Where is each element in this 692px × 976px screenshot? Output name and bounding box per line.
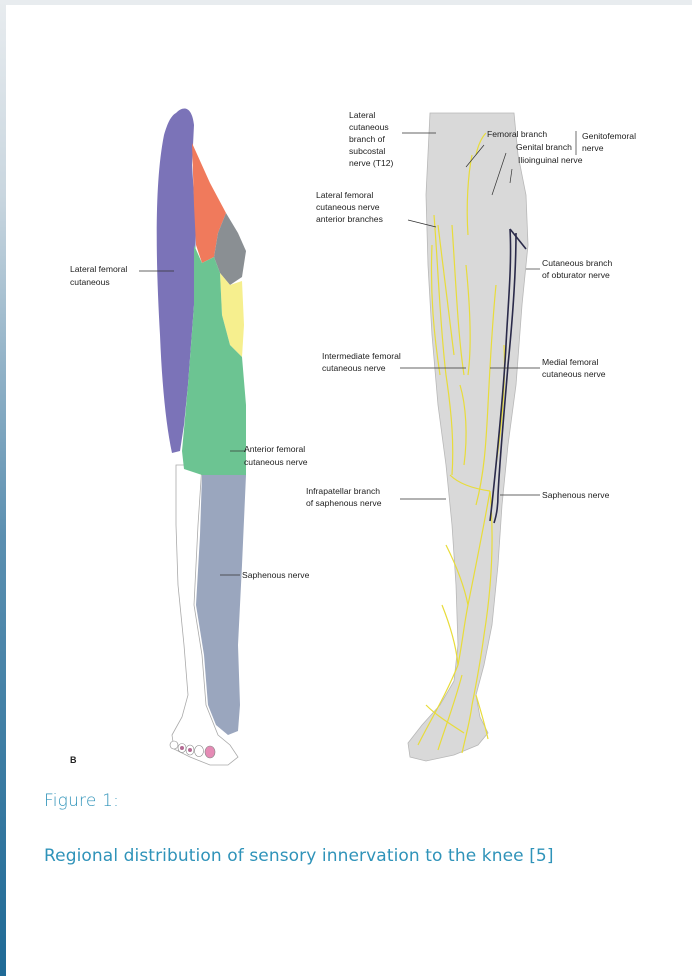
right-leg-silhouette <box>408 113 528 761</box>
label-anterior-femoral-1: Anterior femoral <box>244 444 305 454</box>
label-lateral-femoral-1: Lateral femoral <box>70 264 127 274</box>
panel-letter: B <box>70 755 77 765</box>
label-saphenous-left: Saphenous nerve <box>242 570 310 580</box>
label-lateral-cutaneous-4: subcostal <box>349 146 385 156</box>
left-leg-dermatome-diagram: Lateral femoral cutaneous Anterior femor… <box>70 109 310 765</box>
label-lfc-anterior-3: anterior branches <box>316 214 383 224</box>
label-medial-femoral-2: cutaneous nerve <box>542 369 606 379</box>
figure-card: Lateral femoral cutaneous Anterior femor… <box>6 5 692 976</box>
label-cutaneous-obturator-1: Cutaneous branch <box>542 258 612 268</box>
figure-caption-label: Figure 1: <box>44 791 119 811</box>
label-infrapatellar-1: Infrapatellar branch <box>306 486 380 496</box>
label-ilioinguinal: Ilioinguinal nerve <box>518 155 583 165</box>
label-saphenous-right: Saphenous nerve <box>542 490 610 500</box>
label-lfc-anterior-1: Lateral femoral <box>316 190 373 200</box>
label-lateral-cutaneous-5: nerve (T12) <box>349 158 394 168</box>
label-femoral-branch: Femoral branch <box>487 129 547 139</box>
label-genital-branch: Genital branch <box>516 142 572 152</box>
label-anterior-femoral-2: cutaneous nerve <box>244 457 308 467</box>
label-intermediate-femoral-1: Intermediate femoral <box>322 351 401 361</box>
label-medial-femoral-1: Medial femoral <box>542 357 598 367</box>
label-infrapatellar-2: of saphenous nerve <box>306 498 382 508</box>
knee-innervation-figure: Lateral femoral cutaneous Anterior femor… <box>6 5 692 785</box>
label-lateral-femoral-2: cutaneous <box>70 277 110 287</box>
right-leg-nerve-diagram: Lateral cutaneous branch of subcostal ne… <box>306 110 636 761</box>
label-intermediate-femoral-2: cutaneous nerve <box>322 363 386 373</box>
figure-caption-text: Regional distribution of sensory innerva… <box>44 846 554 866</box>
label-lfc-anterior-2: cutaneous nerve <box>316 202 380 212</box>
label-genitofemoral-1: Genitofemoral <box>582 131 636 141</box>
label-lateral-cutaneous-1: Lateral <box>349 110 375 120</box>
label-lateral-cutaneous-3: branch of <box>349 134 385 144</box>
label-lateral-cutaneous-2: cutaneous <box>349 122 389 132</box>
label-genitofemoral-2: nerve <box>582 143 604 153</box>
label-cutaneous-obturator-2: of obturator nerve <box>542 270 610 280</box>
